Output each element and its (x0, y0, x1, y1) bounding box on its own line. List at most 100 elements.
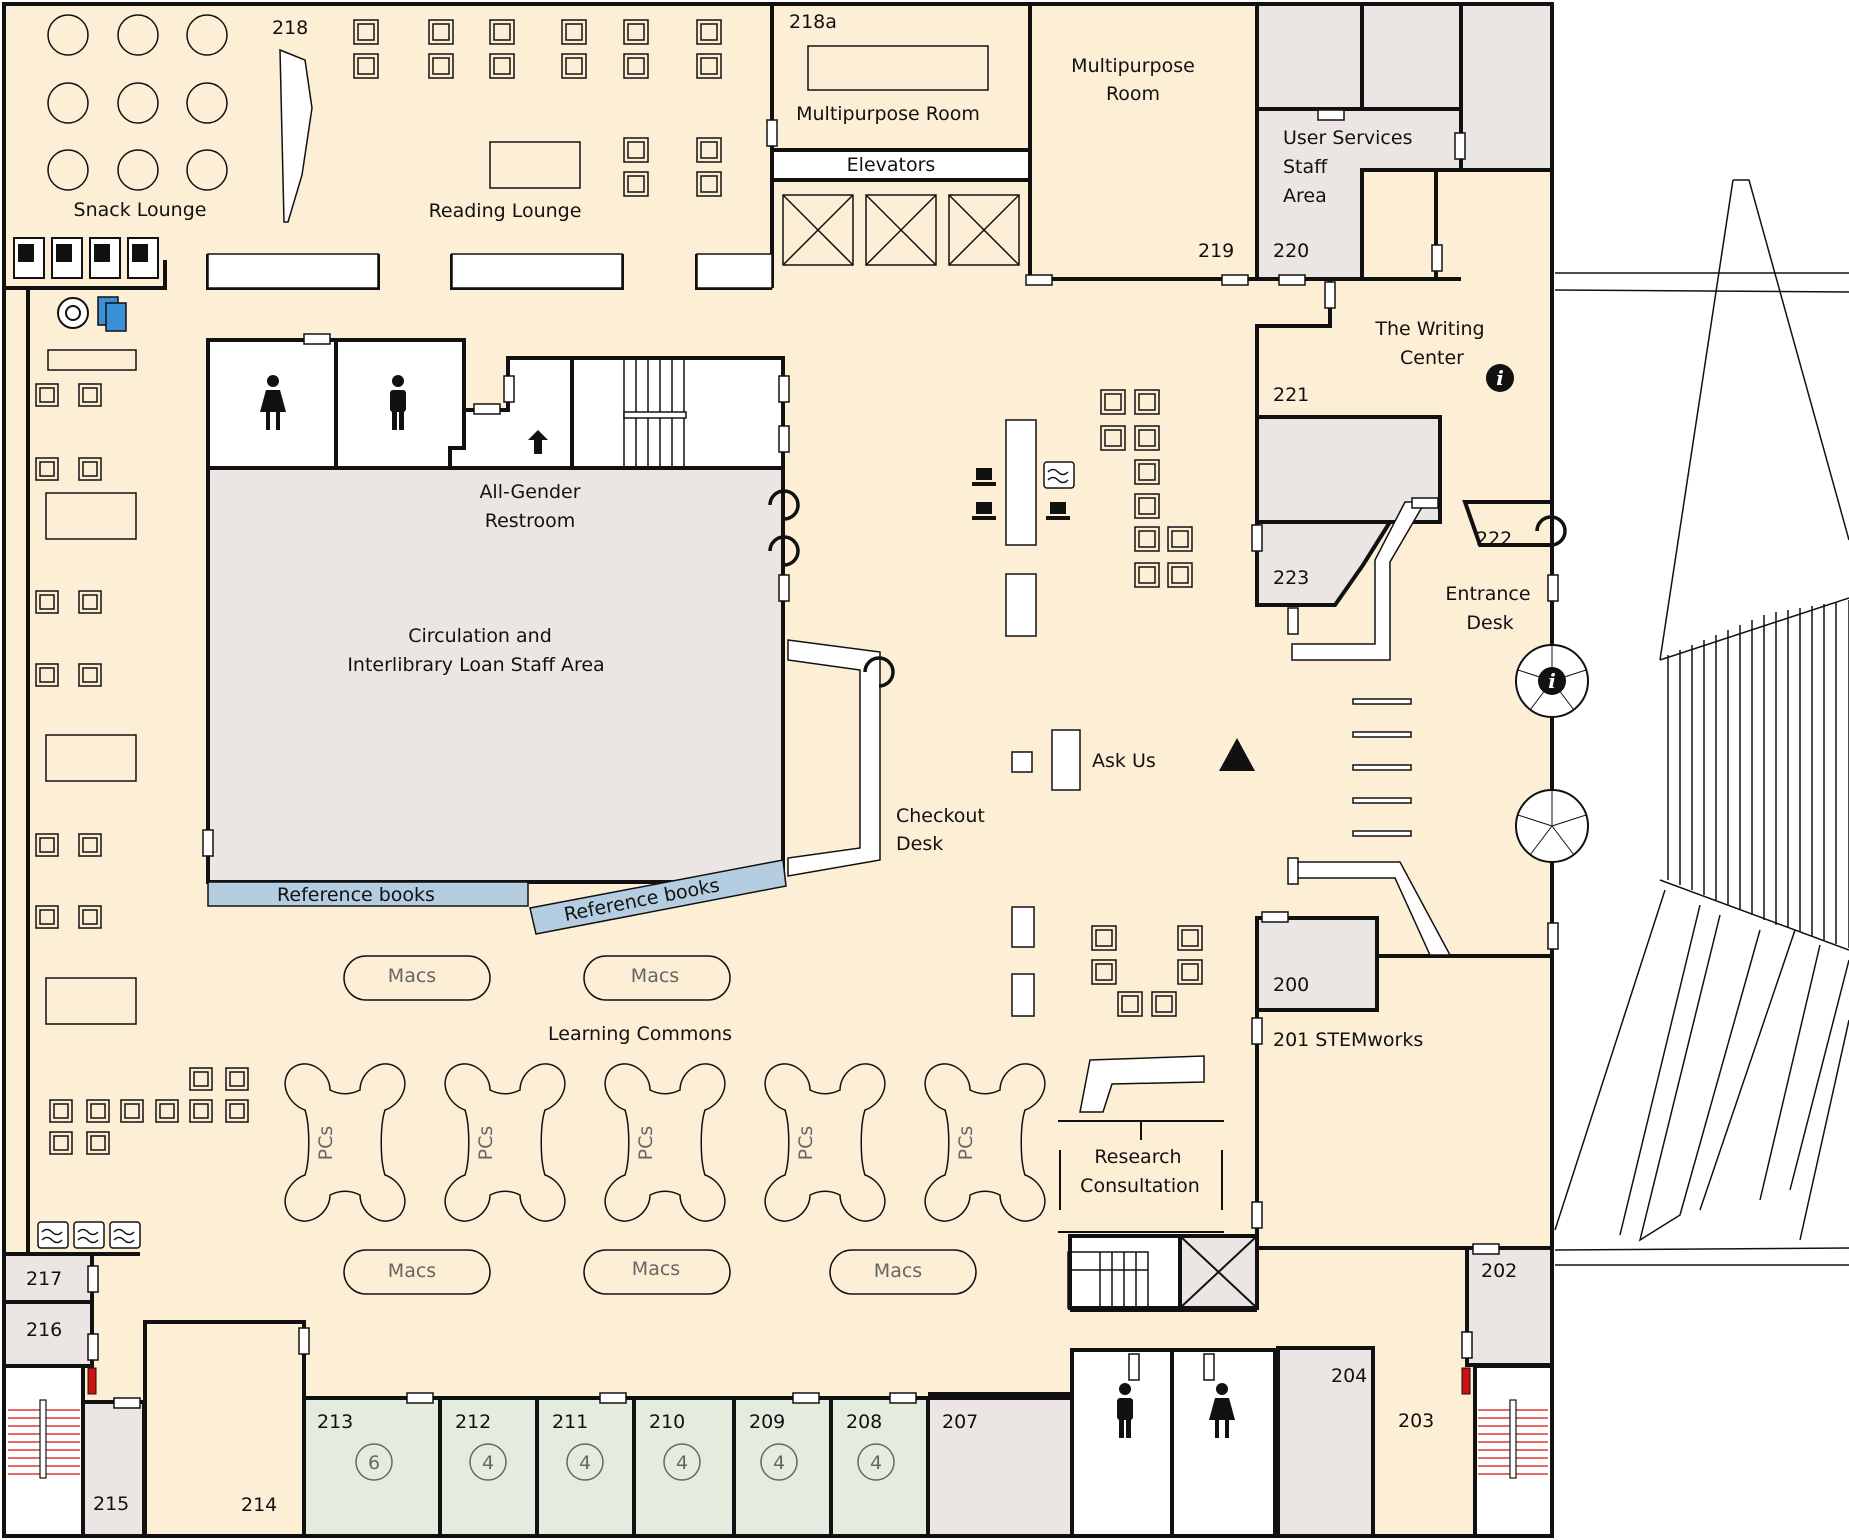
label-219: 219 (1198, 240, 1234, 262)
label-macs: Macs (632, 1258, 680, 1280)
info-icon: i i (1486, 364, 1566, 695)
scanner-icon (37, 1221, 141, 1249)
label-learning-commons: Learning Commons (548, 1023, 732, 1045)
research-consultation-area (1058, 1055, 1224, 1233)
svg-text:i: i (1496, 366, 1504, 390)
label-203: 203 (1398, 1410, 1434, 1432)
men-restroom-icon (390, 375, 1133, 1438)
capacity-circles (355, 1443, 895, 1481)
label-user-services-3: Area (1283, 185, 1327, 207)
mac-table-labels: Macs Macs Macs Macs Macs (388, 965, 922, 1282)
vending-machines (13, 237, 159, 279)
label-209: 209 (749, 1411, 785, 1433)
label-pcs: PCs (635, 1126, 657, 1161)
entrance-mats (1352, 698, 1412, 837)
label-research-1: Research (1094, 1146, 1181, 1168)
capacity-213: 6 (368, 1452, 380, 1474)
label-entrance-desk-1: Entrance (1445, 583, 1530, 605)
stairs-icon (623, 360, 1149, 1309)
label-214: 214 (241, 1494, 277, 1516)
capacity-208: 4 (870, 1452, 882, 1474)
label-200: 200 (1273, 974, 1309, 996)
label-216: 216 (26, 1319, 62, 1341)
label-210: 210 (649, 1411, 685, 1433)
label-pcs: PCs (955, 1126, 977, 1161)
label-202: 202 (1481, 1260, 1517, 1282)
reading-lounge-seating (353, 19, 989, 197)
label-208: 208 (846, 1411, 882, 1433)
label-research-2: Consultation (1080, 1175, 1200, 1197)
computer-icon (972, 468, 1070, 520)
women-restroom-icon (260, 375, 1235, 1438)
label-user-services-2: Staff (1283, 156, 1328, 178)
capacity-210: 4 (676, 1452, 688, 1474)
label-macs: Macs (388, 965, 436, 987)
label-checkout-1: Checkout (896, 805, 985, 827)
label-snack-lounge: Snack Lounge (74, 199, 207, 221)
left-side-seating (35, 349, 249, 1155)
label-218a: 218a (789, 11, 837, 33)
reference-shelves (207, 859, 787, 935)
label-all-gender-2: Restroom (485, 510, 576, 532)
label-211: 211 (552, 1411, 588, 1433)
label-all-gender-1: All-Gender (479, 481, 580, 503)
printer-icon (57, 296, 127, 332)
label-207: 207 (942, 1411, 978, 1433)
doors (87, 109, 1559, 1409)
entrance-railings (207, 253, 1452, 956)
emergency-doors (87, 1367, 1471, 1395)
pc-pods (284, 1063, 1046, 1222)
label-multipurpose-room-a: Multipurpose Room (796, 103, 980, 125)
label-macs: Macs (874, 1260, 922, 1282)
label-212: 212 (455, 1411, 491, 1433)
elevator-icon (1179, 1235, 1258, 1309)
label-pcs: PCs (795, 1126, 817, 1161)
door-swing-icon (768, 489, 1567, 688)
capacity-212: 4 (482, 1452, 494, 1474)
label-220: 220 (1273, 240, 1309, 262)
pc-pod-labels: PCs PCs PCs PCs PCs (315, 1126, 977, 1161)
label-223: 223 (1273, 567, 1309, 589)
room-214 (143, 1320, 306, 1538)
label-multipurpose-room-b-1: Multipurpose (1071, 55, 1195, 77)
study-room-capacities: 6 4 4 4 4 4 (368, 1452, 882, 1474)
label-checkout-2: Desk (896, 833, 943, 855)
svg-text:i: i (1548, 669, 1556, 693)
label-multipurpose-room-b-2: Room (1106, 83, 1160, 105)
label-222: 222 (1476, 528, 1512, 550)
label-ask-us: Ask Us (1092, 750, 1156, 772)
mac-tables (343, 955, 977, 1295)
capacity-209: 4 (773, 1452, 785, 1474)
label-221: 221 (1273, 384, 1309, 406)
room-labels: 218 218a Multipurpose Room Multipurpose … (26, 11, 1531, 1516)
label-204: 204 (1331, 1365, 1367, 1387)
label-pcs: PCs (315, 1126, 337, 1161)
label-circulation-2: Interlibrary Loan Staff Area (347, 654, 604, 676)
label-stemworks: 201 STEMworks (1273, 1029, 1423, 1051)
label-writing-center-2: Center (1400, 347, 1464, 369)
label-217: 217 (26, 1268, 62, 1290)
center-workstations (1005, 419, 1081, 1017)
label-213: 213 (317, 1411, 353, 1433)
center-seating (1091, 389, 1203, 1017)
label-reading-lounge: Reading Lounge (429, 200, 582, 222)
capacity-211: 4 (579, 1452, 591, 1474)
scanner-icon (1043, 461, 1075, 489)
label-pcs: PCs (475, 1126, 497, 1161)
study-room-row (302, 1396, 1074, 1538)
label-entrance-desk-2: Desk (1466, 612, 1513, 634)
label-circulation-1: Circulation and (408, 625, 552, 647)
elevators (770, 148, 1258, 1309)
exit-stairs-right (1478, 1399, 1548, 1479)
label-218: 218 (272, 17, 308, 39)
snack-lounge-tables (47, 14, 313, 223)
label-writing-center-1: The Writing (1374, 318, 1484, 340)
exterior-terrace (1554, 179, 1849, 1266)
elevator-icon (782, 194, 1020, 266)
label-215: 215 (93, 1493, 129, 1515)
you-are-here-icon (1219, 738, 1255, 771)
label-elevators: Elevators (847, 154, 936, 176)
label-macs: Macs (388, 1260, 436, 1282)
label-user-services-1: User Services (1283, 127, 1412, 149)
